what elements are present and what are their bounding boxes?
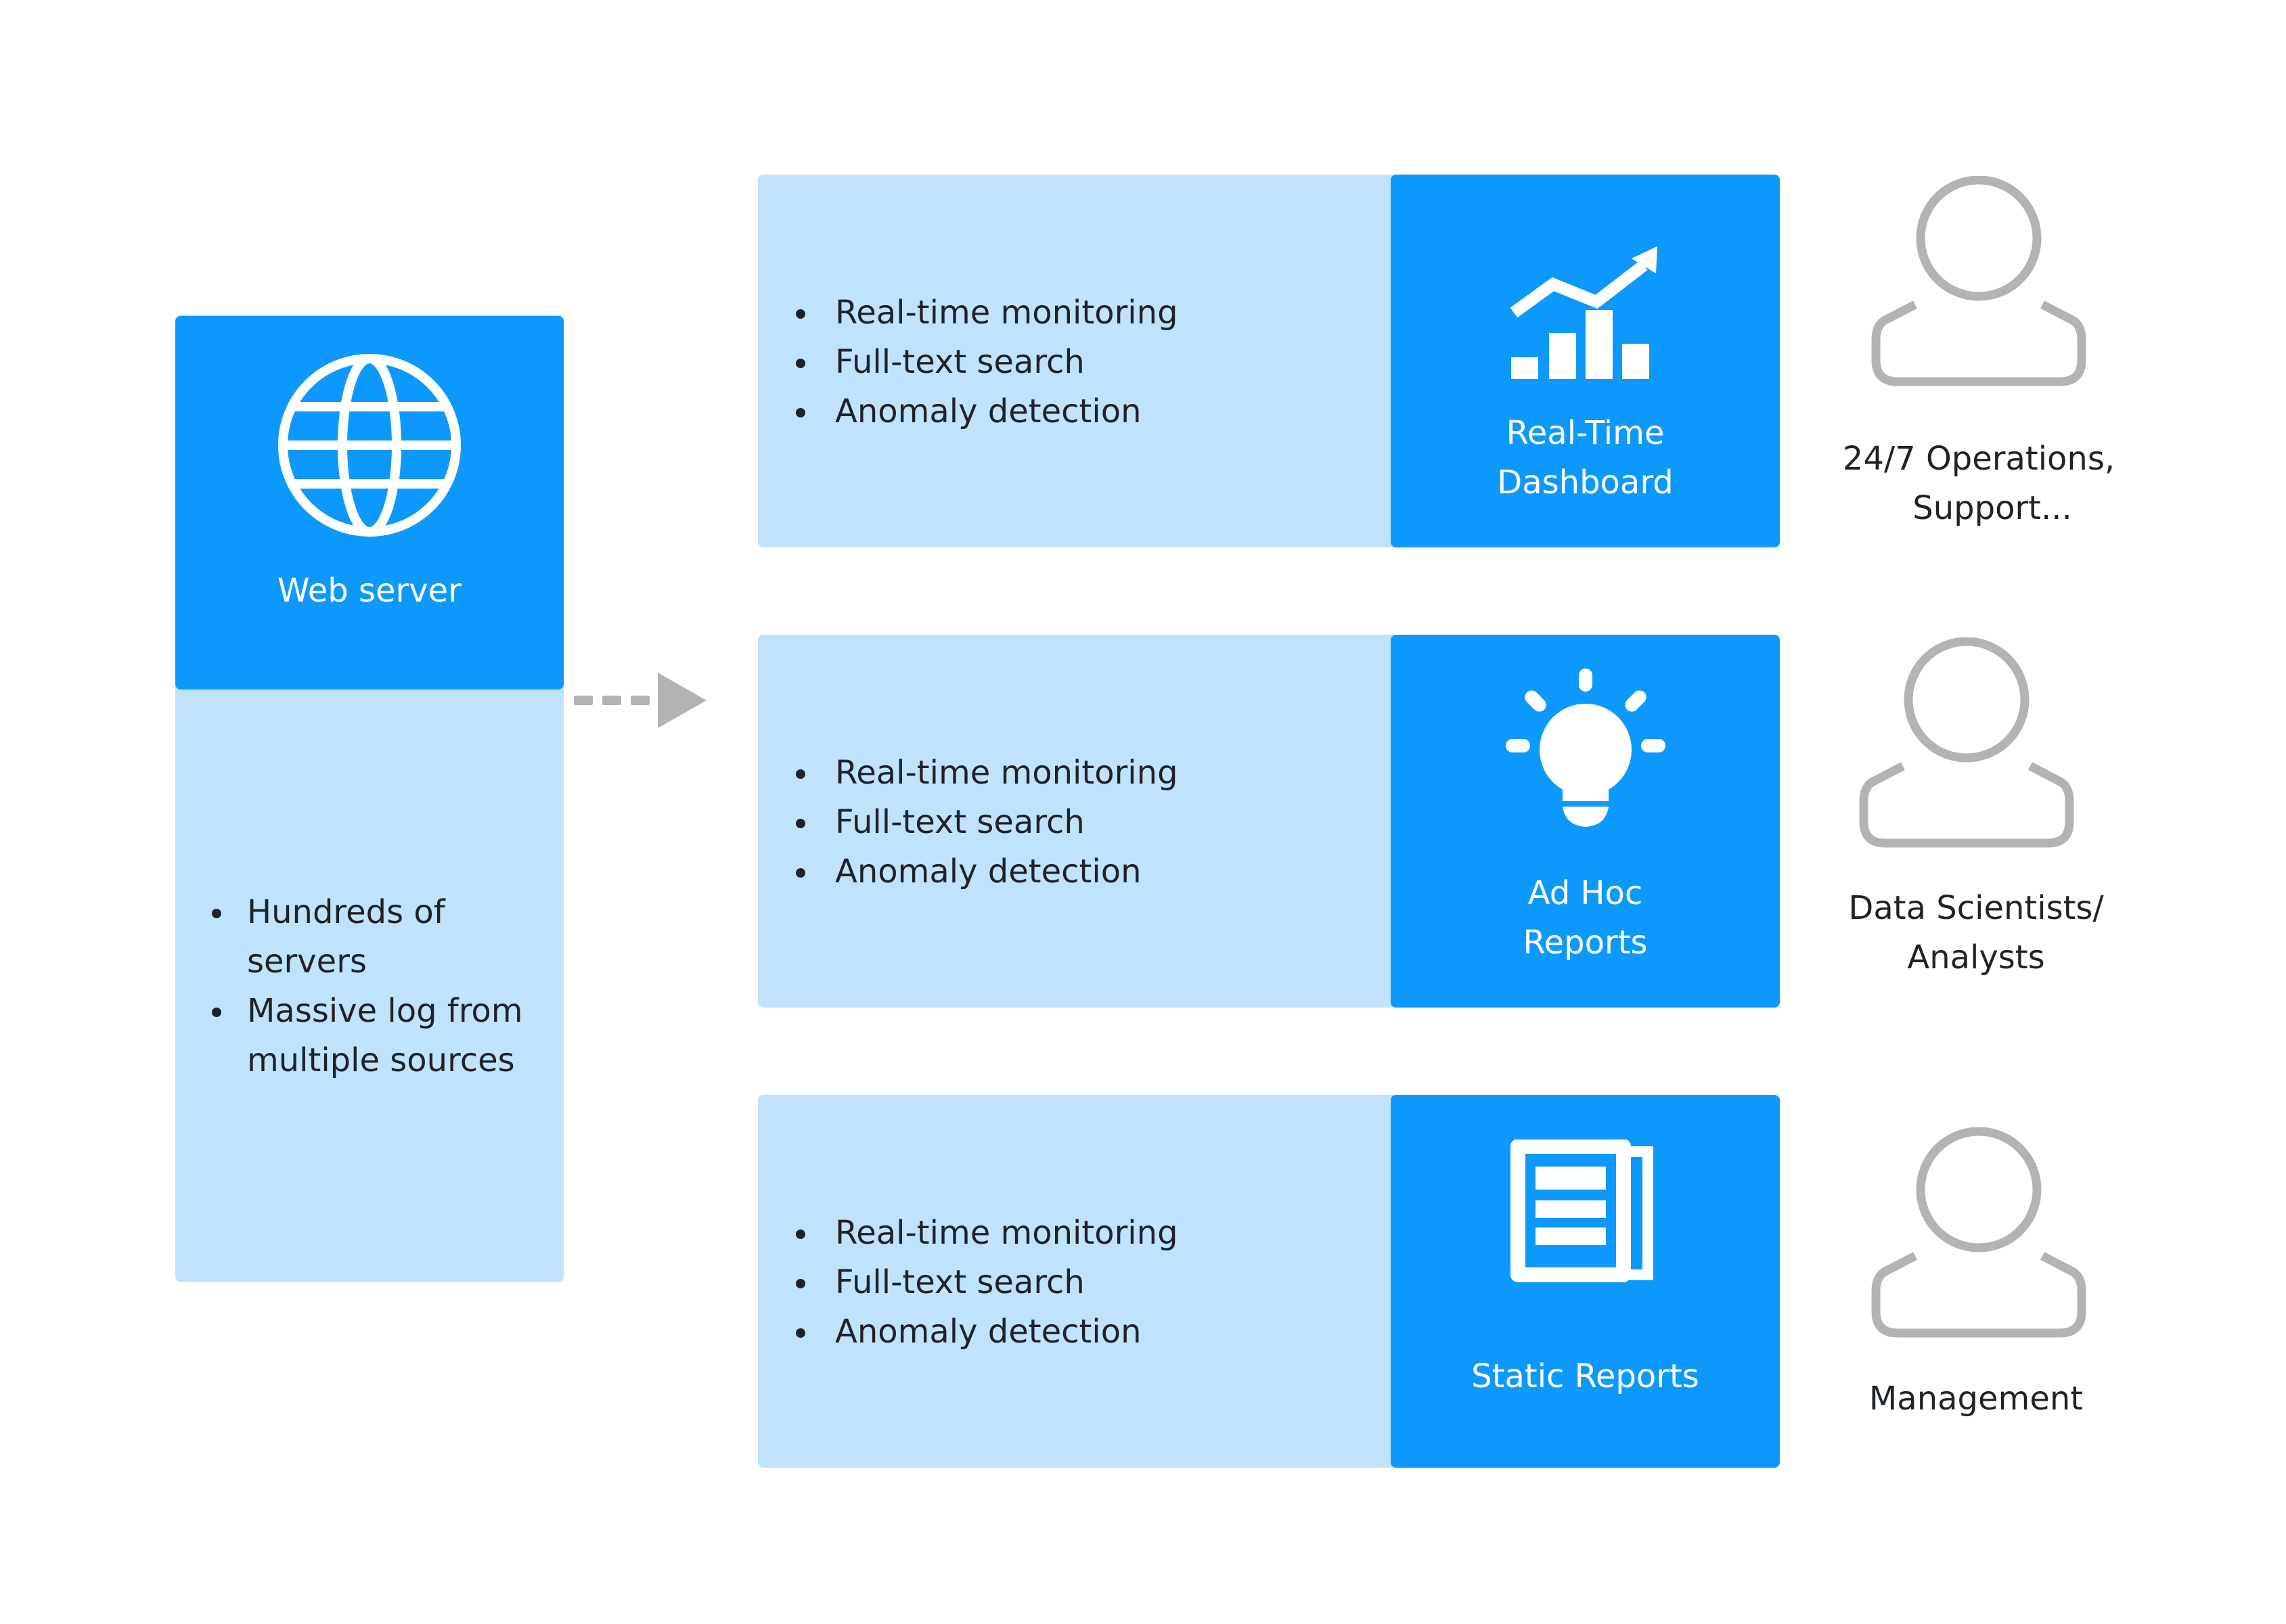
chart-icon xyxy=(1510,246,1657,379)
list-item: Anomaly detection xyxy=(789,387,1178,436)
row-1-persona-line2: Support... xyxy=(1912,489,2072,527)
person-icon xyxy=(1859,637,2074,848)
row-3-output-panel: Static Reports xyxy=(1391,1095,1780,1468)
list-item: Anomaly detection xyxy=(789,1307,1178,1357)
dashed-arrow-icon xyxy=(574,673,707,728)
row-3-feature-list: Real-time monitoring Full-text search An… xyxy=(789,1209,1178,1357)
row-1-persona-line1: 24/7 Operations, xyxy=(1842,440,2115,478)
row-1-output-panel: Real-Time Dashboard xyxy=(1391,175,1780,547)
list-item: Full-text search xyxy=(789,338,1178,387)
source-title: Web server xyxy=(277,572,462,610)
row-2-feature-list: Real-time monitoring Full-text search An… xyxy=(789,748,1178,897)
row-2-output-label-line2: Reports xyxy=(1523,924,1648,962)
list-item: Massive log from multiple sources xyxy=(206,987,565,1085)
list-item: Real-time monitoring xyxy=(789,1209,1178,1258)
lightbulb-icon xyxy=(1506,669,1665,827)
row-3-output-label-line1: Static Reports xyxy=(1471,1357,1699,1395)
list-item: Real-time monitoring xyxy=(789,748,1178,798)
list-item: Anomaly detection xyxy=(789,847,1178,897)
source-bullets: Hundreds of servers Massive log from mul… xyxy=(206,888,565,1085)
list-item: Hundreds of servers xyxy=(206,888,565,987)
row-2-persona-line2: Analysts xyxy=(1907,939,2045,976)
globe-icon xyxy=(278,354,461,537)
row-1-output-label-line1: Real-Time xyxy=(1506,414,1665,452)
newspaper-icon xyxy=(1510,1140,1653,1282)
row-3-persona-line1: Management xyxy=(1868,1380,2084,1418)
person-icon xyxy=(1871,176,2086,386)
row-2-output-label-line1: Ad Hoc xyxy=(1527,874,1643,912)
list-item: Real-time monitoring xyxy=(789,288,1178,338)
row-2-output-panel: Ad Hoc Reports xyxy=(1391,635,1780,1008)
row-1-feature-list: Real-time monitoring Full-text search An… xyxy=(789,288,1178,436)
list-item: Full-text search xyxy=(789,1258,1178,1307)
row-2-persona-line1: Data Scientists/ xyxy=(1848,889,2104,927)
source-header: Web server xyxy=(175,316,564,690)
row-1-output-label-line2: Dashboard xyxy=(1497,464,1674,501)
list-item: Full-text search xyxy=(789,798,1178,847)
person-icon xyxy=(1871,1127,2086,1338)
